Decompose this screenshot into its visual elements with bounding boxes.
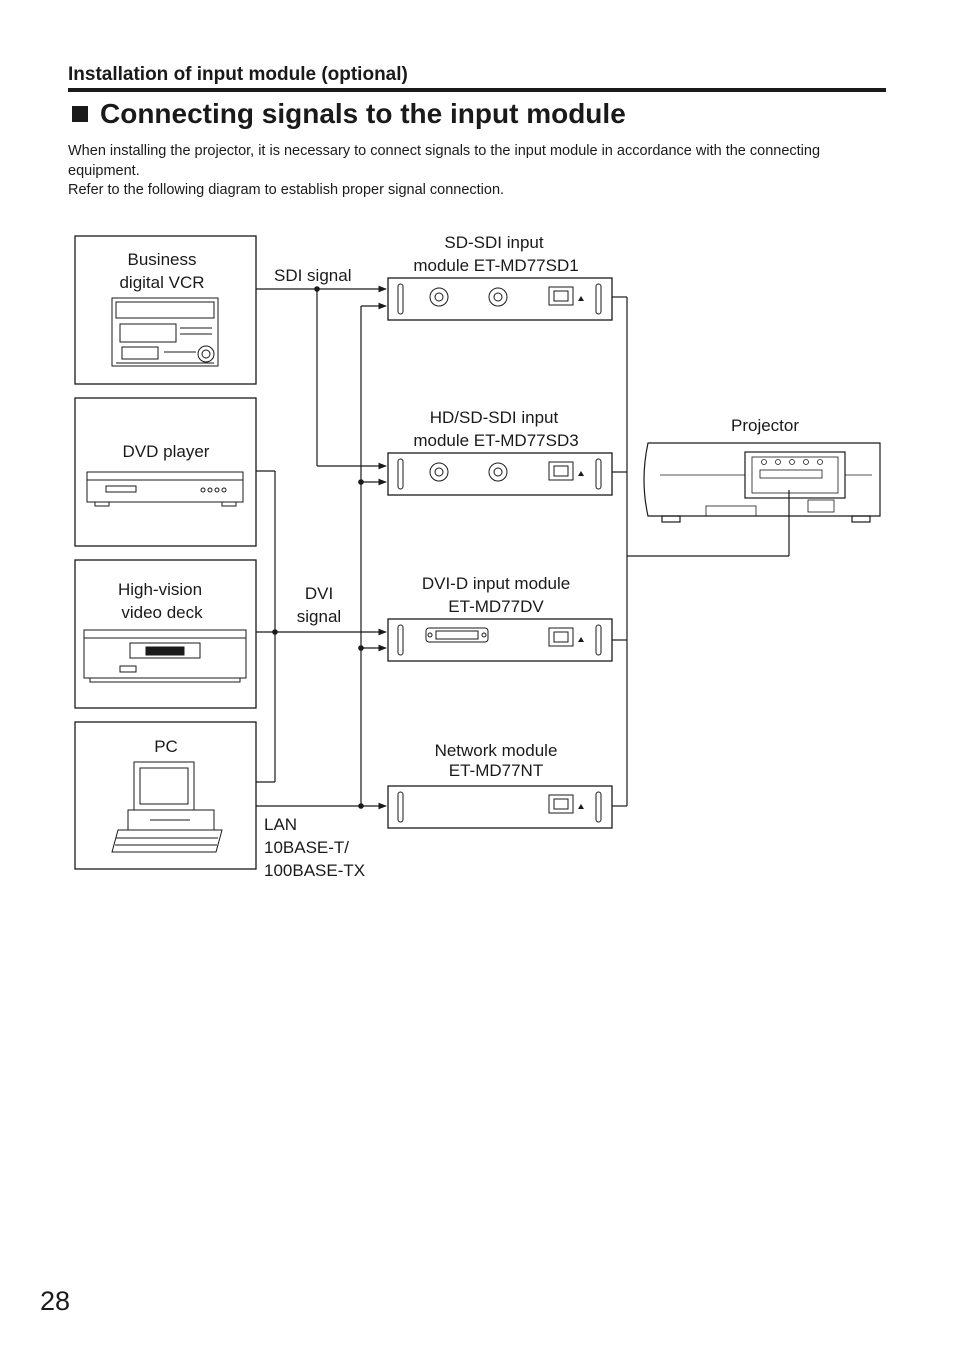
deck-label-line2: video deck: [121, 603, 203, 622]
module-dv-label-line2: ET-MD77DV: [448, 597, 544, 616]
lan-label-line1: LAN: [264, 815, 297, 834]
vcr-label-line1: Business: [128, 250, 197, 269]
module-dv: [387, 618, 613, 662]
module-sd3: [387, 452, 613, 496]
device-vcr: Business digital VCR: [74, 235, 257, 385]
module-nt: [387, 785, 613, 829]
module-sd1-label-line1: SD-SDI input: [444, 233, 543, 252]
vcr-icon: [111, 297, 219, 367]
dvi-signal-label-line2: signal: [297, 607, 341, 626]
lan-label-line3: 100BASE-TX: [264, 861, 365, 880]
device-video-deck: High-vision video deck: [74, 559, 257, 709]
module-sd1: [387, 277, 613, 321]
pc-icon: [111, 761, 223, 853]
dvd-player-icon: [86, 471, 244, 507]
module-nt-label-line1: Network module: [435, 741, 558, 760]
heading-rule: [68, 88, 886, 92]
deck-label-line1: High-vision: [118, 580, 202, 599]
connection-lines: [256, 285, 790, 810]
projector-label: Projector: [731, 416, 799, 435]
module-sd1-label-line2: module ET-MD77SD1: [413, 256, 578, 275]
square-bullet-icon: [72, 106, 88, 122]
module-dv-label-line1: DVI-D input module: [422, 574, 570, 593]
intro-paragraph-1: When installing the projector, it is nec…: [68, 143, 821, 179]
sdi-signal-label: SDI signal: [274, 266, 351, 285]
dvd-label: DVD player: [123, 442, 210, 461]
device-pc: PC: [74, 721, 257, 870]
junction-dots: [272, 286, 364, 809]
dvi-signal-label-line1: DVI: [305, 584, 333, 603]
page-number: 28: [40, 1286, 71, 1316]
page-title: Connecting signals to the input module: [100, 98, 626, 129]
lan-label-line2: 10BASE-T/: [264, 838, 349, 857]
intro-paragraph-2: Refer to the following diagram to establ…: [68, 182, 505, 198]
module-sd3-label-line1: HD/SD-SDI input: [430, 408, 559, 427]
pc-label: PC: [154, 737, 178, 756]
video-deck-icon: [83, 629, 247, 683]
device-dvd: DVD player: [74, 397, 257, 547]
page-title-row: Connecting signals to the input module: [72, 98, 626, 130]
section-heading: Installation of input module (optional): [68, 64, 408, 85]
projector-icon: [643, 442, 881, 523]
module-nt-label-line2: ET-MD77NT: [449, 761, 543, 780]
vcr-label-line2: digital VCR: [119, 273, 204, 292]
module-sd3-label-line2: module ET-MD77SD3: [413, 431, 578, 450]
intro-text: When installing the projector, it is nec…: [68, 142, 868, 201]
